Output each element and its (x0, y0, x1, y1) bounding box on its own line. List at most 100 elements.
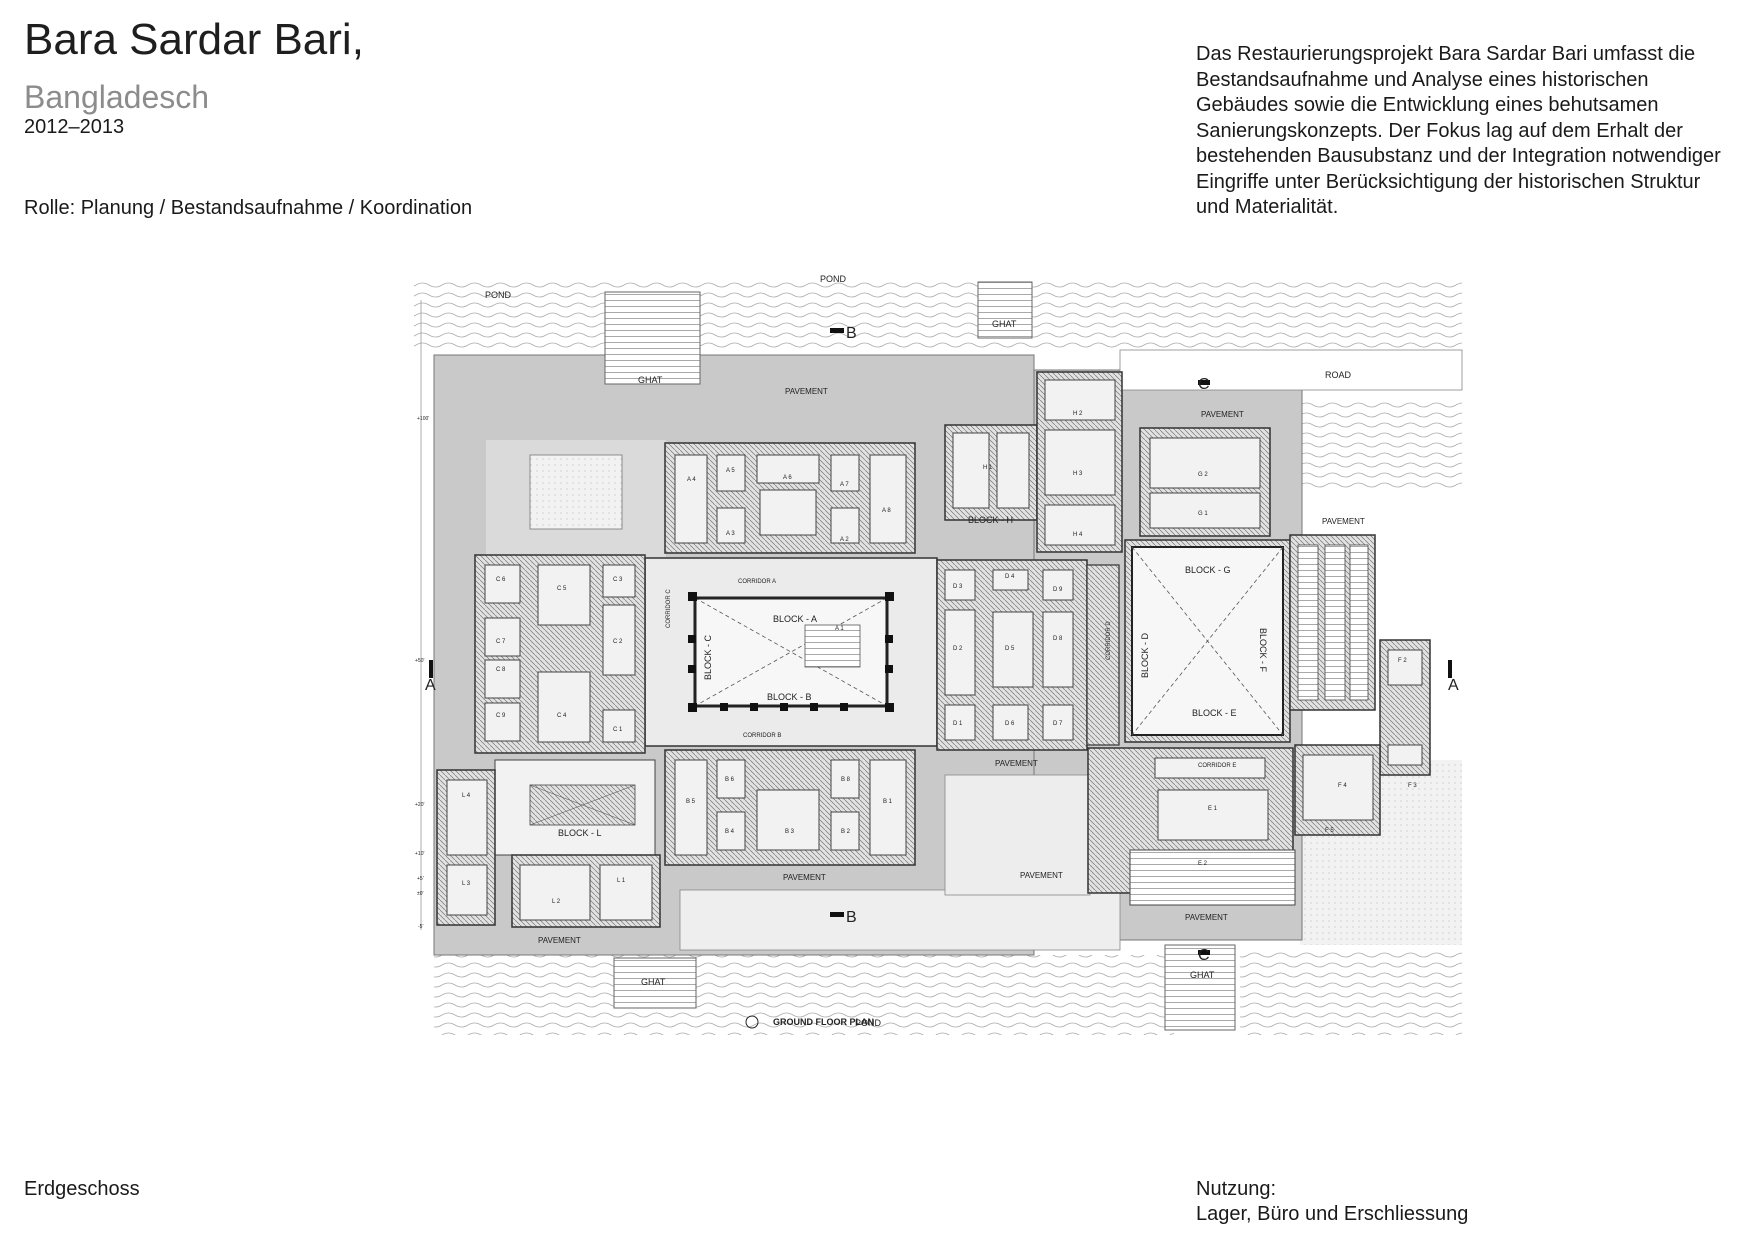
room-c6: C 6 (496, 577, 506, 583)
usage-label: Nutzung: (1196, 1178, 1277, 1200)
room-l3: L 3 (462, 881, 471, 887)
room-l4: L 4 (462, 793, 471, 799)
room-c3: C 3 (613, 577, 623, 583)
level-50: +50' (415, 658, 424, 664)
room-g2: G 2 (1198, 472, 1208, 478)
label-block-l: BLOCK - L (558, 828, 602, 838)
label-pavement-north-east: PAVEMENT (1201, 410, 1244, 419)
room-a3: A 3 (726, 531, 735, 537)
room-a8: A 8 (882, 508, 891, 514)
label-block-a: BLOCK - A (773, 614, 817, 624)
room-a7: A 7 (840, 482, 849, 488)
pavement-middle-yard (944, 774, 1091, 896)
level-5: +5' (417, 876, 424, 882)
label-block-g: BLOCK - G (1185, 565, 1231, 575)
level-minus-5: -5' (418, 924, 423, 930)
road (1119, 349, 1463, 391)
label-block-c: BLOCK - C (703, 634, 713, 680)
section-mark-a-east: A (1448, 677, 1459, 694)
room-a2: A 2 (840, 537, 849, 543)
ghat-south-east (1164, 944, 1236, 1031)
project-description: Das Restaurierungsprojekt Bara Sardar Ba… (1196, 43, 1721, 218)
room-b1: B 1 (883, 799, 893, 805)
label-pavement-south-west: PAVEMENT (538, 936, 581, 945)
label-pond-north-west: POND (485, 290, 512, 300)
room-c8: C 8 (496, 667, 506, 673)
room-l2: L 2 (552, 899, 561, 905)
section-mark-b-south: B (846, 909, 857, 926)
pond-top (414, 280, 1462, 350)
north-arrow-icon (745, 1015, 759, 1029)
project-role: Rolle: Planung / Bestandsaufnahme / Koor… (24, 197, 473, 219)
ghat-north-east (977, 281, 1033, 339)
label-ghat-north-west: GHAT (638, 375, 663, 385)
room-d2: D 2 (953, 646, 963, 652)
label-block-e: BLOCK - E (1192, 708, 1237, 718)
page-title: Bara Sardar Bari, (24, 15, 364, 64)
label-pond-south: POND (855, 1018, 882, 1028)
project-years: 2012–2013 (24, 116, 125, 138)
usage-info: Nutzung: Lager, Büro und Erschliessung (1196, 1177, 1468, 1227)
room-d4: D 4 (1005, 574, 1015, 580)
label-block-h: BLOCK - H (968, 515, 1013, 525)
room-c7: C 7 (496, 639, 506, 645)
page-subtitle: Bangladesch (24, 79, 210, 115)
label-ghat-north-east: GHAT (992, 319, 1017, 329)
label-road: ROAD (1325, 370, 1352, 380)
section-mark-a-west: A (425, 677, 436, 694)
room-h1: H 1 (983, 465, 993, 471)
pond-bottom-right (1240, 950, 1462, 1035)
room-b5: B 5 (686, 799, 696, 805)
room-f3: F 3 (1408, 783, 1417, 789)
room-a4: A 4 (687, 477, 696, 483)
room-f5: F 5 (1325, 828, 1334, 834)
room-c5: C 5 (557, 586, 567, 592)
label-pavement-south-b: PAVEMENT (783, 873, 826, 882)
pond-bottom (434, 955, 1174, 1035)
room-d8: D 8 (1053, 636, 1063, 642)
level-20: +20' (415, 802, 424, 808)
pond-inlet-west (529, 454, 623, 530)
room-b8: B 8 (841, 777, 851, 783)
room-e2: E 2 (1198, 861, 1208, 867)
label-pavement-north: PAVEMENT (785, 387, 828, 396)
room-g1: G 1 (1198, 511, 1208, 517)
floor-label: Erdgeschoss (24, 1178, 140, 1200)
label-ghat-south-west: GHAT (641, 977, 666, 987)
ghat-north-west (604, 291, 701, 385)
level-10: +10' (415, 851, 424, 857)
room-d5: D 5 (1005, 646, 1015, 652)
room-b6: B 6 (725, 777, 735, 783)
ghat-south-west (613, 957, 697, 1009)
label-corridor-d: CORRIDOR D (1106, 621, 1112, 660)
room-a6: A 6 (783, 475, 792, 481)
room-b3: B 3 (785, 829, 795, 835)
label-pavement-south-yard: PAVEMENT (1020, 871, 1063, 880)
label-ghat-south-east: GHAT (1190, 970, 1215, 980)
plan-title: GROUND FLOOR PLAN (773, 1017, 874, 1027)
label-corridor-a: CORRIDOR A (738, 579, 776, 585)
room-d7: D 7 (1053, 721, 1063, 727)
room-d6: D 6 (1005, 721, 1015, 727)
room-d3: D 3 (953, 584, 963, 590)
section-mark-c-north: C (1198, 376, 1210, 393)
section-mark-c-south: C (1198, 947, 1210, 964)
label-pavement-middle: PAVEMENT (995, 759, 1038, 768)
room-c9: C 9 (496, 713, 506, 719)
room-f4: F 4 (1338, 783, 1347, 789)
room-a1: A 1 (835, 626, 844, 632)
room-e1: E 1 (1208, 806, 1218, 812)
label-pond-north: POND (820, 274, 847, 284)
room-b4: B 4 (725, 829, 735, 835)
pond-right (1300, 400, 1462, 490)
label-corridor-e: CORRIDOR E (1198, 763, 1236, 769)
label-pavement-east: PAVEMENT (1322, 517, 1365, 526)
room-b2: B 2 (841, 829, 851, 835)
label-pavement-south-east: PAVEMENT (1185, 913, 1228, 922)
section-mark-b-north: B (846, 325, 857, 342)
label-corridor-c: CORRIDOR C (666, 589, 672, 628)
level-100: +100' (417, 416, 429, 422)
room-f2: F 2 (1398, 658, 1407, 664)
room-c2: C 2 (613, 639, 623, 645)
room-d9: D 9 (1053, 587, 1063, 593)
